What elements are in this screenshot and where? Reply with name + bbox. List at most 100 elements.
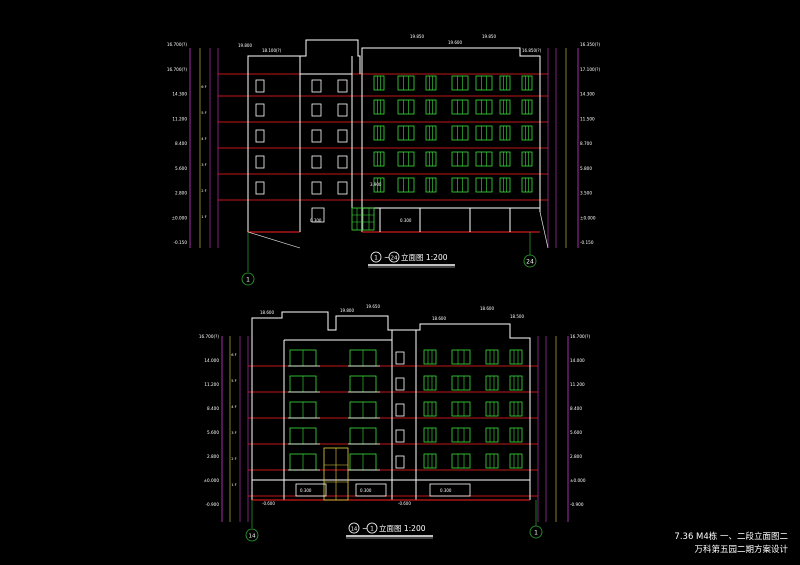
top-left-elevation-label: 8.400 <box>175 141 187 146</box>
top-right-window <box>451 125 469 141</box>
bottom-caption-axis-1: 14 <box>351 527 357 533</box>
top-right-window <box>475 151 493 167</box>
bottom-axis-bubble-right <box>529 525 543 539</box>
top-right-window <box>499 151 511 167</box>
top-right-dimension-column <box>547 48 579 248</box>
top-left-window <box>255 103 265 117</box>
title-block: 7.36 M4栋 一、二段立面图二 万科第五园二期方案设计 <box>674 531 788 557</box>
bottom-right-window <box>451 349 471 365</box>
bottom-left-elevation-label: 2.800 <box>207 454 219 459</box>
top-axis-bubble-left-label: 1 <box>246 277 250 284</box>
top-right-window <box>397 125 415 141</box>
bottom-right-elevation-label: -0.900 <box>570 502 584 507</box>
top-right-window <box>451 99 469 115</box>
bottom-floor-label: 6 F <box>231 353 237 357</box>
top-left-window <box>311 79 322 93</box>
top-right-elevation-label: 16.350(?) <box>580 42 601 47</box>
bottom-floor-label: 4 F <box>231 405 237 409</box>
bottom-right-elevation-label: 5.600 <box>570 430 582 435</box>
top-right-window <box>521 99 533 115</box>
bottom-right-dimension-column <box>537 336 569 522</box>
bottom-right-elevation-label: 8.400 <box>570 406 582 411</box>
top-axis-bubble-right <box>523 254 537 268</box>
top-caption: 1 ~ 24 立面图 1:200 <box>368 251 455 268</box>
bottom-narrow-window <box>395 455 405 469</box>
top-right-window <box>521 75 533 91</box>
bottom-left-elevation-label: 8.400 <box>207 406 219 411</box>
bottom-roof-label-3: 19.650 <box>366 304 380 309</box>
bottom-elevation-drawing: 14 1 18.600 19.800 19.650 18.600 18.600 … <box>199 304 591 542</box>
top-floor-label: 4 F <box>201 137 207 141</box>
bottom-narrow-window <box>395 351 405 365</box>
bottom-narrow-window <box>395 403 405 417</box>
top-right-window <box>475 125 493 141</box>
bottom-left-elevation-label: 5.600 <box>207 430 219 435</box>
top-right-window <box>451 177 469 193</box>
top-right-window <box>475 75 493 91</box>
bottom-right-window <box>451 375 471 391</box>
bottom-narrow-window <box>395 377 405 391</box>
bottom-floor-label: 5 F <box>231 379 237 383</box>
top-right-elevation-label: ±0.000 <box>580 215 596 220</box>
bottom-roof-label-1: 18.600 <box>260 310 274 315</box>
top-right-window <box>397 99 415 115</box>
top-right-window <box>397 151 415 167</box>
top-left-window <box>311 103 322 117</box>
top-right-window <box>425 151 437 167</box>
top-roof-label-3: 19.850 <box>410 34 424 39</box>
bottom-right-elevation-label: 14.000 <box>570 358 585 363</box>
bottom-right-elevation-labels: 16.700(?)14.00011.2008.4005.6002.800±0.0… <box>570 334 591 507</box>
bottom-narrow-window <box>395 429 405 443</box>
bottom-right-window <box>509 401 523 417</box>
bottom-roof-label-5: 18.600 <box>480 306 494 311</box>
svg-text:~: ~ <box>384 254 390 262</box>
top-roof-label-6: 16.850(?) <box>522 48 542 53</box>
top-right-window <box>521 125 533 141</box>
bottom-right-window <box>485 349 499 365</box>
top-axis-bubble-left <box>241 272 255 286</box>
svg-text:~: ~ <box>362 525 368 533</box>
bottom-left-elevation-labels: 16.700(?) 14.000 11.200 8.400 5.600 2.800 ±0.0… <box>199 334 237 507</box>
bottom-right-window <box>485 401 499 417</box>
top-caption-axis-2: 24 <box>391 256 398 262</box>
title-block-line-2: 万科第五园二期方案设计 <box>694 545 788 555</box>
bottom-left-elevation-label: ±0.000 <box>204 478 220 483</box>
top-floor-label: 6 F <box>201 85 207 89</box>
bottom-inline-label-4: 0.300 <box>440 488 452 493</box>
top-right-window-group <box>373 75 533 193</box>
top-right-window <box>425 75 437 91</box>
top-right-window <box>425 99 437 115</box>
bottom-inline-label-5: -0.600 <box>398 501 411 506</box>
bottom-right-window <box>509 375 523 391</box>
top-left-window <box>337 181 348 195</box>
bottom-right-window <box>485 453 499 469</box>
top-right-window <box>451 75 469 91</box>
top-inline-label-3: 0.300 <box>400 218 412 223</box>
bottom-right-window <box>423 375 437 391</box>
bottom-right-window <box>451 427 471 443</box>
top-left-window-group <box>255 79 348 223</box>
top-floor-label: 1 F <box>201 215 207 219</box>
bottom-inline-label-2: 0.300 <box>300 488 312 493</box>
top-right-elevation-label: -0.150 <box>580 240 594 245</box>
bottom-left-dimension-column <box>221 336 249 522</box>
bottom-right-elevation-label: ±0.000 <box>570 478 586 483</box>
bottom-right-elevation-label: 16.700(?) <box>570 334 591 339</box>
top-right-window <box>425 177 437 193</box>
bottom-inline-label-1: -0.600 <box>262 501 275 506</box>
bottom-left-elevation-label: 14.000 <box>204 358 219 363</box>
bottom-roof-label-4: 18.600 <box>432 316 446 321</box>
top-right-elevation-label: 14.300 <box>580 92 595 97</box>
bottom-floor-label: 1 F <box>231 483 237 487</box>
top-right-window <box>373 75 385 91</box>
top-right-window <box>499 75 511 91</box>
bottom-left-elevation-label: 16.700(?) <box>199 334 220 339</box>
bottom-roof-label-2: 19.800 <box>340 308 354 313</box>
top-right-window <box>397 75 415 91</box>
bottom-left-elevation-label: 11.200 <box>204 382 219 387</box>
bottom-ground-window <box>429 483 471 497</box>
top-left-elevation-label: 5.600 <box>175 166 187 171</box>
bottom-floor-label: 2 F <box>231 457 237 461</box>
top-left-window <box>337 129 348 143</box>
